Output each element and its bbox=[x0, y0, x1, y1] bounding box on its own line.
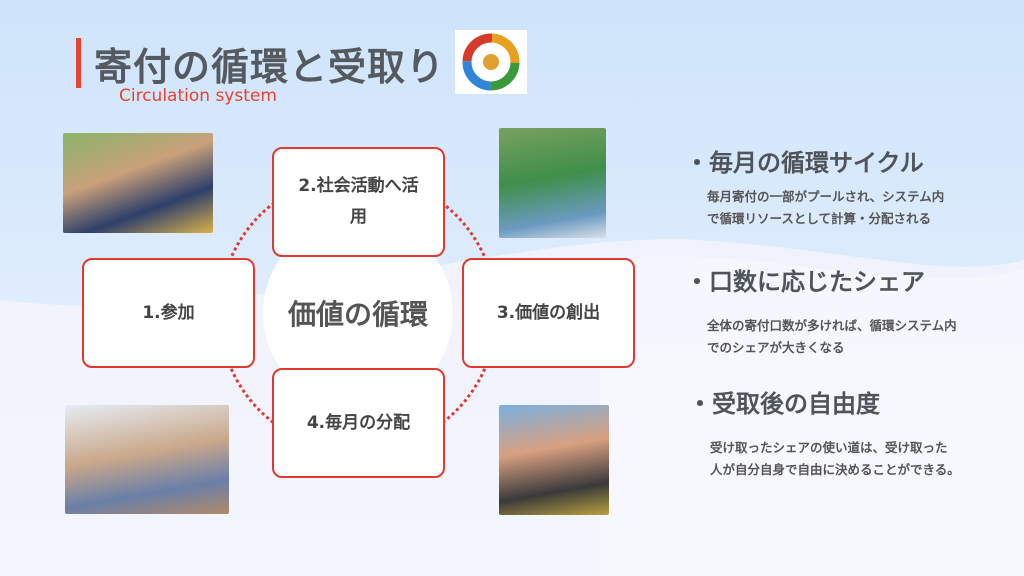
logo bbox=[455, 30, 527, 94]
step-participate: 1.参加 bbox=[82, 258, 255, 368]
bullet-dot: ・ bbox=[688, 390, 712, 418]
bullet-heading: 受取後の自由度 bbox=[712, 390, 880, 418]
bullet-text: で循環リソースとして計算・分配される bbox=[707, 211, 932, 226]
bullet-monthly-cycle: ・毎月の循環サイクル 毎月寄付の一部がプールされ、システム内 で循環リソースとし… bbox=[685, 143, 944, 230]
bullet-heading: 口数に応じたシェア bbox=[709, 268, 925, 296]
photo-smartphone-class bbox=[65, 405, 229, 514]
bullet-dot: ・ bbox=[685, 149, 709, 177]
bullet-heading: 毎月の循環サイクル bbox=[709, 149, 924, 177]
step-social-activity: 2.社会活動へ活用 bbox=[272, 147, 445, 257]
bullet-text: 受け取ったシェアの使い道は、受け取った bbox=[710, 440, 948, 455]
title-accent-bar bbox=[76, 38, 81, 88]
page-title: 寄付の循環と受取り bbox=[94, 45, 446, 89]
step-monthly-distribution: 4.毎月の分配 bbox=[272, 368, 445, 478]
photo-group-friends bbox=[63, 133, 213, 233]
photo-volunteers-cleanup bbox=[499, 128, 606, 238]
page-subtitle: Circulation system bbox=[119, 86, 277, 106]
bullet-dot: ・ bbox=[685, 268, 709, 296]
bullet-text: 毎月寄付の一部がプールされ、システム内 bbox=[707, 189, 945, 204]
bullet-share: ・口数に応じたシェア 全体の寄付口数が多ければ、循環システム内 でのシェアが大き… bbox=[685, 262, 957, 359]
bullet-text: でのシェアが大きくなる bbox=[707, 340, 845, 355]
photo-community-party bbox=[499, 405, 609, 515]
bullet-freedom: ・受取後の自由度 受け取ったシェアの使い道は、受け取った 人が自分自身で自由に決… bbox=[688, 384, 960, 481]
step-value-creation: 3.価値の創出 bbox=[462, 258, 635, 368]
bullet-text: 人が自分自身で自由に決めることができる。 bbox=[710, 462, 960, 477]
bullet-text: 全体の寄付口数が多ければ、循環システム内 bbox=[707, 318, 957, 333]
